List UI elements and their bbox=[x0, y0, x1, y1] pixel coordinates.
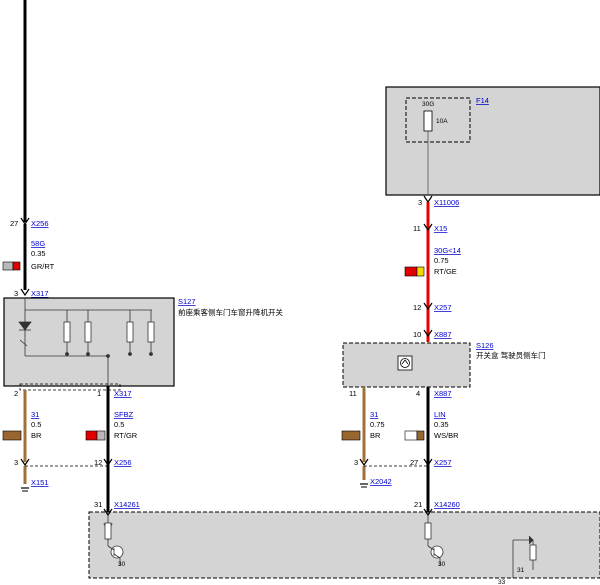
connector-x887-top-link[interactable]: X887 bbox=[434, 330, 452, 339]
ground-x2042-link[interactable]: X2042 bbox=[370, 477, 392, 486]
s127-connector-dashed bbox=[19, 383, 121, 391]
pin-27-label: 27 bbox=[10, 219, 18, 228]
f14-id-link[interactable]: F14 bbox=[476, 96, 489, 105]
pin-3-label: 3 bbox=[14, 289, 18, 298]
s127-pin1-label: 1 bbox=[97, 389, 101, 398]
signal-30g14-link[interactable]: 30G<14 bbox=[434, 246, 461, 255]
connector-x14261-link[interactable]: X14261 bbox=[114, 500, 140, 509]
module-corner-circuit bbox=[512, 535, 537, 578]
s127-switch-schematic bbox=[18, 298, 155, 386]
connector-x256-link[interactable]: X256 bbox=[31, 219, 49, 228]
module-pin31-label: 31 bbox=[94, 500, 102, 509]
sfbz-wire-color: RT/GR bbox=[114, 431, 138, 440]
red-wire-size: 0.75 bbox=[434, 256, 449, 265]
s126-pin4-label: 4 bbox=[416, 389, 420, 398]
connector-mark-x15 bbox=[423, 223, 433, 232]
bottom-module-box[interactable] bbox=[88, 511, 600, 579]
lin-wire-size: 0.35 bbox=[434, 420, 449, 429]
signal-sfbz-link[interactable]: SFBZ bbox=[114, 410, 134, 419]
s126-pin3-bottom-label: 3 bbox=[354, 458, 358, 467]
s127-pin3-bottom-label: 3 bbox=[14, 458, 18, 467]
connector-mark-x257-bottom bbox=[423, 458, 433, 467]
s126-component-box[interactable] bbox=[342, 342, 471, 388]
module-ground-right-label: 30 bbox=[438, 561, 446, 568]
connector-x11006-link[interactable]: X11006 bbox=[434, 198, 459, 207]
signal-58g-link[interactable]: 58G bbox=[31, 239, 45, 248]
ground-x151-link[interactable]: X151 bbox=[31, 478, 49, 487]
s127-signal-31-link[interactable]: 31 bbox=[31, 410, 39, 419]
s126-wire-size-left: 0.75 bbox=[370, 420, 385, 429]
color-swatch-gr-rt bbox=[2, 261, 21, 271]
pin-12-label: 12 bbox=[413, 303, 421, 312]
connector-mark-x317 bbox=[20, 288, 30, 297]
connector-mark-x887-top bbox=[423, 329, 433, 338]
fuse-element bbox=[423, 110, 433, 132]
lin-pin27-label: 27 bbox=[410, 458, 418, 467]
s126-wire-color-left: BR bbox=[370, 431, 381, 440]
s127-name-label: 前座乘客侧车门车窗升降机开关 bbox=[178, 307, 283, 317]
wire-color-label: GR/RT bbox=[31, 262, 55, 271]
f14-fuse-box[interactable] bbox=[385, 86, 600, 196]
s126-switch-icon bbox=[397, 355, 413, 371]
sfbz-pin12-label: 12 bbox=[94, 458, 102, 467]
s126-name-label: 开关盒 驾驶员侧车门 bbox=[476, 350, 546, 360]
module-pin21-label: 21 bbox=[414, 500, 422, 509]
red-wire-color: RT/GE bbox=[434, 267, 457, 276]
s126-pin11-label: 11 bbox=[349, 389, 357, 398]
color-swatch-br-left bbox=[2, 430, 22, 441]
s127-x317-bottom-link[interactable]: X317 bbox=[114, 389, 132, 398]
module-ground-left-label: 30 bbox=[118, 561, 126, 568]
connector-x15-link[interactable]: X15 bbox=[434, 224, 447, 233]
lin-x257-link[interactable]: X257 bbox=[434, 458, 452, 467]
sfbz-wire-size: 0.5 bbox=[114, 420, 124, 429]
module-label-33: 33 bbox=[498, 579, 506, 585]
module-circuit-right bbox=[424, 515, 444, 566]
f14-fuse-dashed bbox=[405, 97, 471, 143]
s126-x887-bottom-link[interactable]: X887 bbox=[434, 389, 452, 398]
fuse-rating-label: 10A bbox=[436, 118, 448, 125]
s127-wire-size-left: 0.5 bbox=[31, 420, 41, 429]
wire-size-label: 0.35 bbox=[31, 249, 46, 258]
color-swatch-br-right bbox=[341, 430, 361, 441]
fuse-30g-label: 30G bbox=[422, 101, 434, 108]
connector-x257-link[interactable]: X257 bbox=[434, 303, 452, 312]
connector-mark-left-bottom bbox=[20, 458, 30, 467]
signal-lin-link[interactable]: LIN bbox=[434, 410, 446, 419]
module-label-31: 31 bbox=[517, 567, 525, 574]
color-swatch-rt-gr bbox=[85, 430, 106, 441]
connector-mark-x256-right bbox=[103, 458, 113, 467]
s127-id-link[interactable]: S127 bbox=[178, 297, 196, 306]
sfbz-x256-link[interactable]: X256 bbox=[114, 458, 132, 467]
color-swatch-rt-ge bbox=[404, 266, 425, 277]
s126-signal-31-link[interactable]: 31 bbox=[370, 410, 378, 419]
color-swatch-ws-br bbox=[404, 430, 425, 441]
s126-id-link[interactable]: S126 bbox=[476, 341, 494, 350]
pin-11-label: 11 bbox=[413, 224, 421, 233]
connector-mark-x257 bbox=[423, 302, 433, 311]
s127-pin2-label: 2 bbox=[14, 389, 18, 398]
connector-mark-x11006 bbox=[423, 195, 433, 204]
connector-mark-right-bottom bbox=[359, 458, 369, 467]
s127-wire-color-left: BR bbox=[31, 431, 42, 440]
connector-x317-link[interactable]: X317 bbox=[31, 289, 49, 298]
f14-pin3-label: 3 bbox=[418, 198, 422, 207]
lin-wire-color: WS/BR bbox=[434, 431, 459, 440]
pin-10-label: 10 bbox=[413, 330, 421, 339]
module-circuit-left bbox=[103, 515, 124, 566]
connector-x14260-link[interactable]: X14260 bbox=[434, 500, 460, 509]
